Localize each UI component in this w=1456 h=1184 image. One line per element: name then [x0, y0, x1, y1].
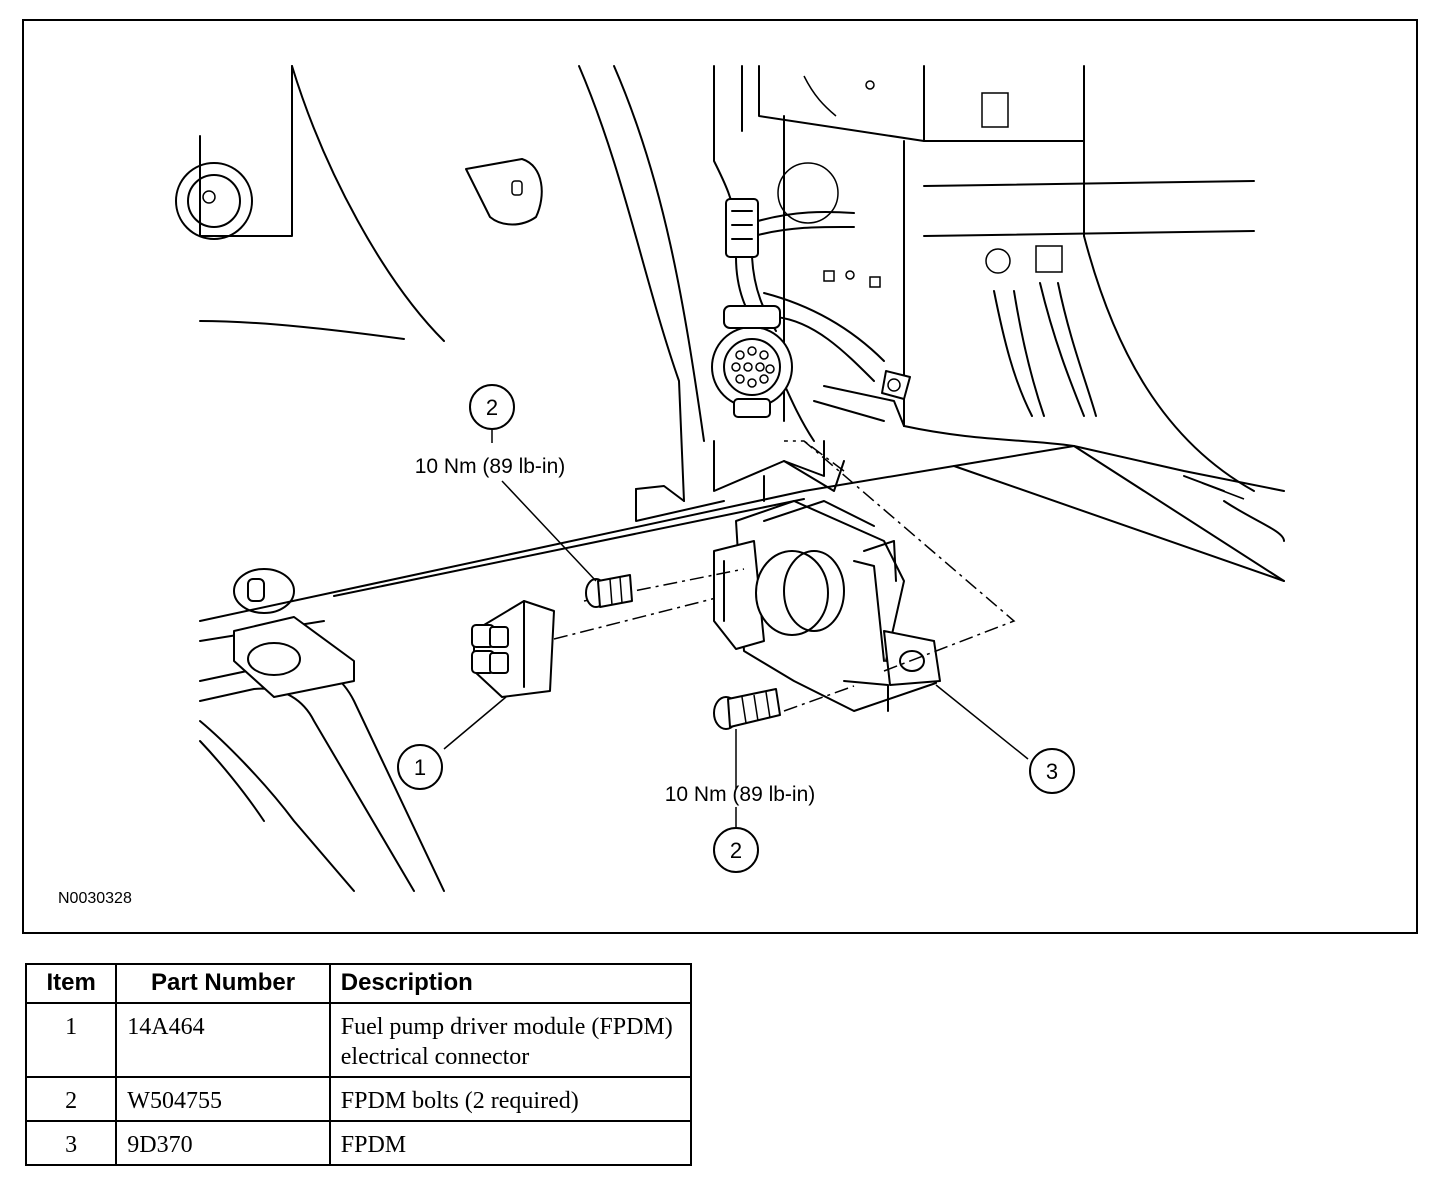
callout-2-lower: 2 [713, 827, 759, 873]
fpdm-bolt-lower [713, 688, 781, 730]
row-description: FPDM bolts (2 required) [328, 1076, 693, 1122]
table-row: 3 9D370 FPDM [24, 1120, 693, 1166]
connector-pins [731, 346, 775, 388]
wiring-harness [711, 198, 911, 442]
fpdm-module [583, 440, 1016, 712]
leader-lines [443, 429, 1029, 827]
row-description: FPDM [328, 1120, 693, 1166]
row-item: 2 [24, 1076, 118, 1122]
callout-2-upper-number: 2 [486, 395, 498, 420]
header-item: Item [24, 963, 118, 1004]
table-row: 2 W504755 FPDM bolts (2 required) [24, 1076, 693, 1122]
callout-1: 1 [397, 744, 443, 790]
row-description: Fuel pump driver module (FPDM) electrica… [328, 1002, 693, 1078]
torque-label-lower: 10 Nm (89 lb-in) [665, 783, 816, 806]
mounting-bracket [199, 440, 1285, 892]
callout-1-number: 1 [414, 755, 426, 780]
header-part-number: Part Number [115, 963, 331, 1004]
row-part-number: W504755 [115, 1076, 331, 1122]
rear-pillar [713, 65, 1285, 582]
header-description: Description [328, 963, 693, 1004]
row-part-number: 9D370 [115, 1120, 331, 1166]
fpdm-installation-diagram: 2 1 3 2 10 Nm (89 lb-in) 10 Nm (89 lb-in… [58, 65, 1285, 907]
torque-label-upper: 10 Nm (89 lb-in) [415, 455, 566, 478]
callout-3-number: 3 [1046, 759, 1058, 784]
row-item: 1 [24, 1002, 118, 1078]
fpdm-bolt-upper [585, 574, 633, 608]
diagram-frame: 2 1 3 2 10 Nm (89 lb-in) 10 Nm (89 lb-in… [22, 19, 1418, 934]
callout-2-upper: 2 [469, 384, 515, 430]
callout-2-lower-number: 2 [730, 838, 742, 863]
parts-table: Item Part Number Description 1 14A464 Fu… [24, 963, 693, 1166]
callout-3: 3 [1029, 748, 1075, 794]
fpdm-electrical-connector [471, 595, 725, 698]
figure-id: N0030328 [58, 890, 132, 907]
table-row: 1 14A464 Fuel pump driver module (FPDM) … [24, 1002, 693, 1078]
row-item: 3 [24, 1120, 118, 1166]
upper-left-panel [175, 65, 705, 502]
parts-table-header: Item Part Number Description [24, 963, 693, 1004]
row-part-number: 14A464 [115, 1002, 331, 1078]
